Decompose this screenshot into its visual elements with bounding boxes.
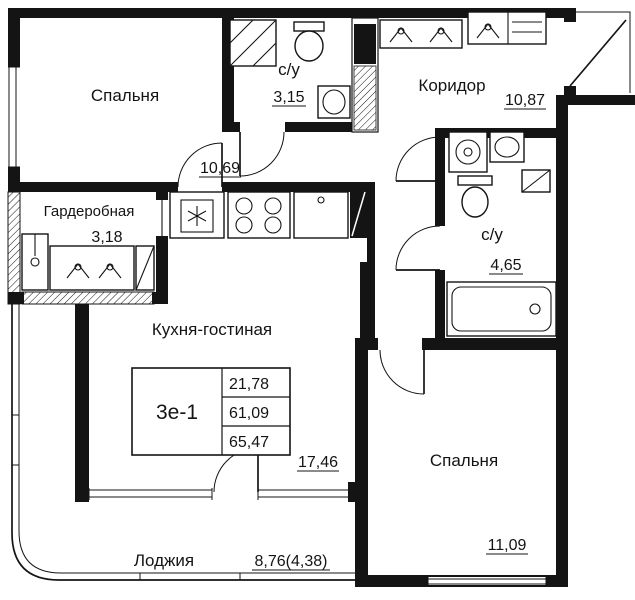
- room-label-corridor: Коридор: [418, 76, 485, 95]
- door-bath2: [395, 225, 441, 271]
- vent-shaft-top: [351, 17, 379, 133]
- area-label-kitchen: 17,46: [298, 454, 338, 471]
- fridge: [169, 191, 225, 239]
- wardrobe-cabinet-left: [21, 233, 49, 291]
- area-label-bedroom1: 10,69: [200, 160, 240, 177]
- area-label-loggia: 8,76(4,38): [255, 553, 328, 570]
- window-bedroom1: [8, 66, 20, 168]
- water-heater: [521, 169, 551, 193]
- area-label-corridor: 10,87: [505, 92, 545, 109]
- closet-2: [467, 11, 547, 45]
- stamp-value-3: 65,47: [229, 434, 269, 451]
- unit-id-label: 3е-1: [156, 401, 198, 424]
- room-label-bedroom2: Спальня: [430, 451, 498, 470]
- toilet-1: [293, 21, 325, 62]
- room-label-wardrobe: Гардеробная: [44, 203, 135, 220]
- loggia-glazing: [11, 303, 360, 581]
- door-bath1: [239, 131, 285, 177]
- unit-stamp-table: 3е-1 21,78 61,09 65,47: [131, 367, 291, 456]
- wardrobe-cabinet-right: [135, 245, 155, 291]
- room-label-bath2: с/у: [481, 225, 503, 244]
- door-entry: [569, 11, 631, 93]
- area-label-bedroom2: 11,09: [488, 537, 527, 554]
- area-label-bath1: 3,15: [273, 89, 304, 106]
- window-kitchen: [88, 488, 348, 500]
- bathtub: [446, 281, 557, 337]
- kitchen-counter-sink: [293, 191, 349, 239]
- room-label-kitchen: Кухня-гостиная: [152, 320, 272, 339]
- shower-tray: [229, 19, 277, 67]
- door-bedroom1: [177, 142, 223, 188]
- door-bedroom2: [379, 349, 425, 395]
- sink-1: [317, 85, 351, 119]
- room-label-bath1: с/у: [278, 60, 300, 79]
- wardrobe-rack: [49, 245, 135, 291]
- door-corridor-kitchen: [395, 136, 441, 182]
- room-label-loggia: Лоджия: [134, 551, 194, 570]
- stamp-value-2: 61,09: [229, 405, 269, 422]
- washing-machine: [448, 131, 488, 173]
- stove: [227, 191, 291, 239]
- window-bedroom2: [427, 577, 547, 585]
- stamp-value-1: 21,78: [229, 376, 269, 393]
- toilet-2: [457, 175, 493, 218]
- kitchen-vent-shaft: [350, 190, 367, 238]
- sink-2: [489, 131, 525, 163]
- interior-walls: [8, 8, 556, 587]
- closet-1: [379, 19, 463, 49]
- area-label-wardrobe: 3,18: [91, 229, 122, 246]
- room-label-bedroom1: Спальня: [91, 86, 159, 105]
- room-labels: Спальня 10,69 с/у 3,15 Коридор 10,87 Гар…: [44, 60, 546, 571]
- area-label-bath2: 4,65: [490, 257, 521, 274]
